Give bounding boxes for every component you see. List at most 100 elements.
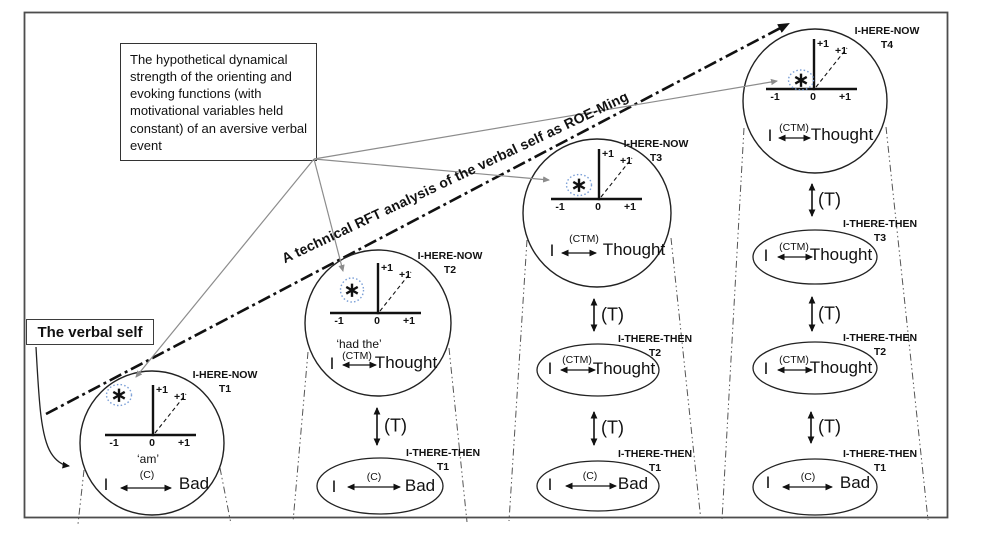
figure-border (23, 11, 949, 519)
asterisk-rings (105, 69, 815, 407)
asterisk-ring-t3 (565, 173, 593, 197)
ellipse-right-col3-t2: Thought (592, 359, 656, 378)
axis-zero-t2: 0 (374, 315, 380, 327)
t-label-col2: (T) (384, 415, 407, 436)
relation-right-t2: Thought (374, 353, 438, 372)
relation-arrows (120, 134, 833, 492)
axis-plus1-diagonal-t1: +1 (174, 391, 186, 403)
time-label: T1 (436, 460, 450, 473)
ellipse-relation-col4-t3: (CTM) (779, 241, 809, 253)
ellipse-left-col4-t2: I (763, 359, 769, 378)
time-label: T2 (648, 346, 662, 359)
ellipse-left-col4-t1: I (765, 473, 771, 492)
context-name: I-THERE-THEN (842, 332, 918, 344)
time-label: T1 (873, 461, 887, 474)
ellipse-relation-col3-t1: (C) (582, 470, 598, 482)
circle-t1 (79, 370, 225, 516)
context-name: I-THERE-THEN (842, 218, 918, 230)
axis-minus1-t3: -1 (555, 201, 565, 213)
context-name: I-HERE-NOW (192, 369, 258, 381)
ellipse-relation-col4-t1: (C) (800, 471, 816, 483)
axis-plus1-horizontal-t3: +1 (624, 201, 636, 213)
axis-plus1-horizontal-t4: +1 (839, 91, 851, 103)
mini-axes-t3 (551, 149, 642, 201)
context-name: I-HERE-NOW (417, 250, 483, 262)
ellipse-left-col4-t3: I (763, 246, 769, 265)
t-label-col4-middle: (T) (818, 303, 841, 324)
context-name: I-THERE-THEN (617, 448, 693, 460)
ellipse-relation-col3-t2: (CTM) (562, 354, 592, 366)
relation-left-t1: I (103, 475, 109, 494)
circle-t3 (522, 138, 672, 288)
axis-plus1-vertical-t2: +1 (381, 262, 393, 274)
aversive-event-asterisk-t2: ∗ (343, 279, 361, 302)
relation-label-t4: (CTM) (779, 122, 809, 134)
t-label-col4-upper: (T) (818, 189, 841, 210)
axis-plus1-diagonal-t2: +1 (399, 269, 411, 281)
ellipse-left-col3-t1: I (547, 475, 553, 494)
aversive-event-asterisk-t3: ∗ (570, 174, 588, 197)
relation-right-t3: Thought (602, 240, 666, 259)
annotation-box: The hypothetical dynamical strength of t… (120, 43, 317, 161)
relation-label-t1: (C) (139, 469, 155, 481)
axis-plus1-vertical-t3: +1 (602, 148, 614, 160)
axis-minus1-t1: -1 (109, 437, 119, 449)
context-name: I-HERE-NOW (854, 25, 920, 37)
axis-zero-t4: 0 (810, 91, 816, 103)
ellipse-relation-col2-t1: (C) (366, 471, 382, 483)
asterisk-ring-t2 (339, 277, 365, 303)
mini-axes-t4 (766, 39, 857, 91)
quote-t2: ‘had the’ (336, 337, 382, 351)
verbal-self-label: The verbal self (26, 319, 154, 345)
relation-label-t2: (CTM) (342, 350, 372, 362)
time-label: T3 (649, 151, 663, 164)
axis-plus1-diagonal-t3: +1 (620, 155, 632, 167)
ellipse-right-col4-t2: Thought (809, 358, 873, 377)
ellipse-right-col2-t1: Bad (404, 476, 436, 495)
time-label: T4 (880, 38, 894, 51)
time-label: T1 (218, 382, 232, 395)
cone-lines (77, 126, 929, 525)
time-label: T2 (873, 345, 887, 358)
aversive-event-asterisk-t1: ∗ (110, 384, 128, 407)
ellipse-right-col3-t1: Bad (617, 474, 649, 493)
axis-plus1-diagonal-t4: +1 (835, 45, 847, 57)
mini-axes-t1 (105, 385, 196, 437)
t-label-col3-upper: (T) (601, 304, 624, 325)
relation-left-t3: I (549, 241, 555, 260)
axis-zero-t3: 0 (595, 201, 601, 213)
ellipse-col3-t2 (536, 343, 660, 397)
ellipse-right-col4-t3: Thought (809, 245, 873, 264)
mini-axes-t2 (330, 263, 421, 315)
axis-zero-t1: 0 (149, 437, 155, 449)
relation-label-t3: (CTM) (569, 233, 599, 245)
asterisk-ring-t1 (105, 383, 133, 407)
t-label-col4-lower: (T) (818, 416, 841, 437)
context-name: I-THERE-THEN (405, 447, 481, 459)
asterisk-ring-t4 (787, 69, 815, 91)
axis-plus1-horizontal-t1: +1 (178, 437, 190, 449)
quote-t1: ‘am’ (136, 452, 160, 466)
time-label: T3 (873, 231, 887, 244)
relation-right-t1: Bad (178, 474, 210, 493)
axis-plus1-vertical-t4: +1 (817, 38, 829, 50)
annotation-fan-arrows (135, 78, 778, 378)
here-now-circles (79, 28, 888, 516)
context-name: I-THERE-THEN (617, 333, 693, 345)
t-label-col3-lower: (T) (601, 417, 624, 438)
context-name: I-HERE-NOW (623, 138, 689, 150)
ellipse-col4-t2 (752, 341, 878, 395)
axis-minus1-t4: -1 (770, 91, 780, 103)
aversive-event-asterisk-t4: ∗ (792, 69, 810, 92)
ellipse-right-col4-t1: Bad (839, 473, 871, 492)
